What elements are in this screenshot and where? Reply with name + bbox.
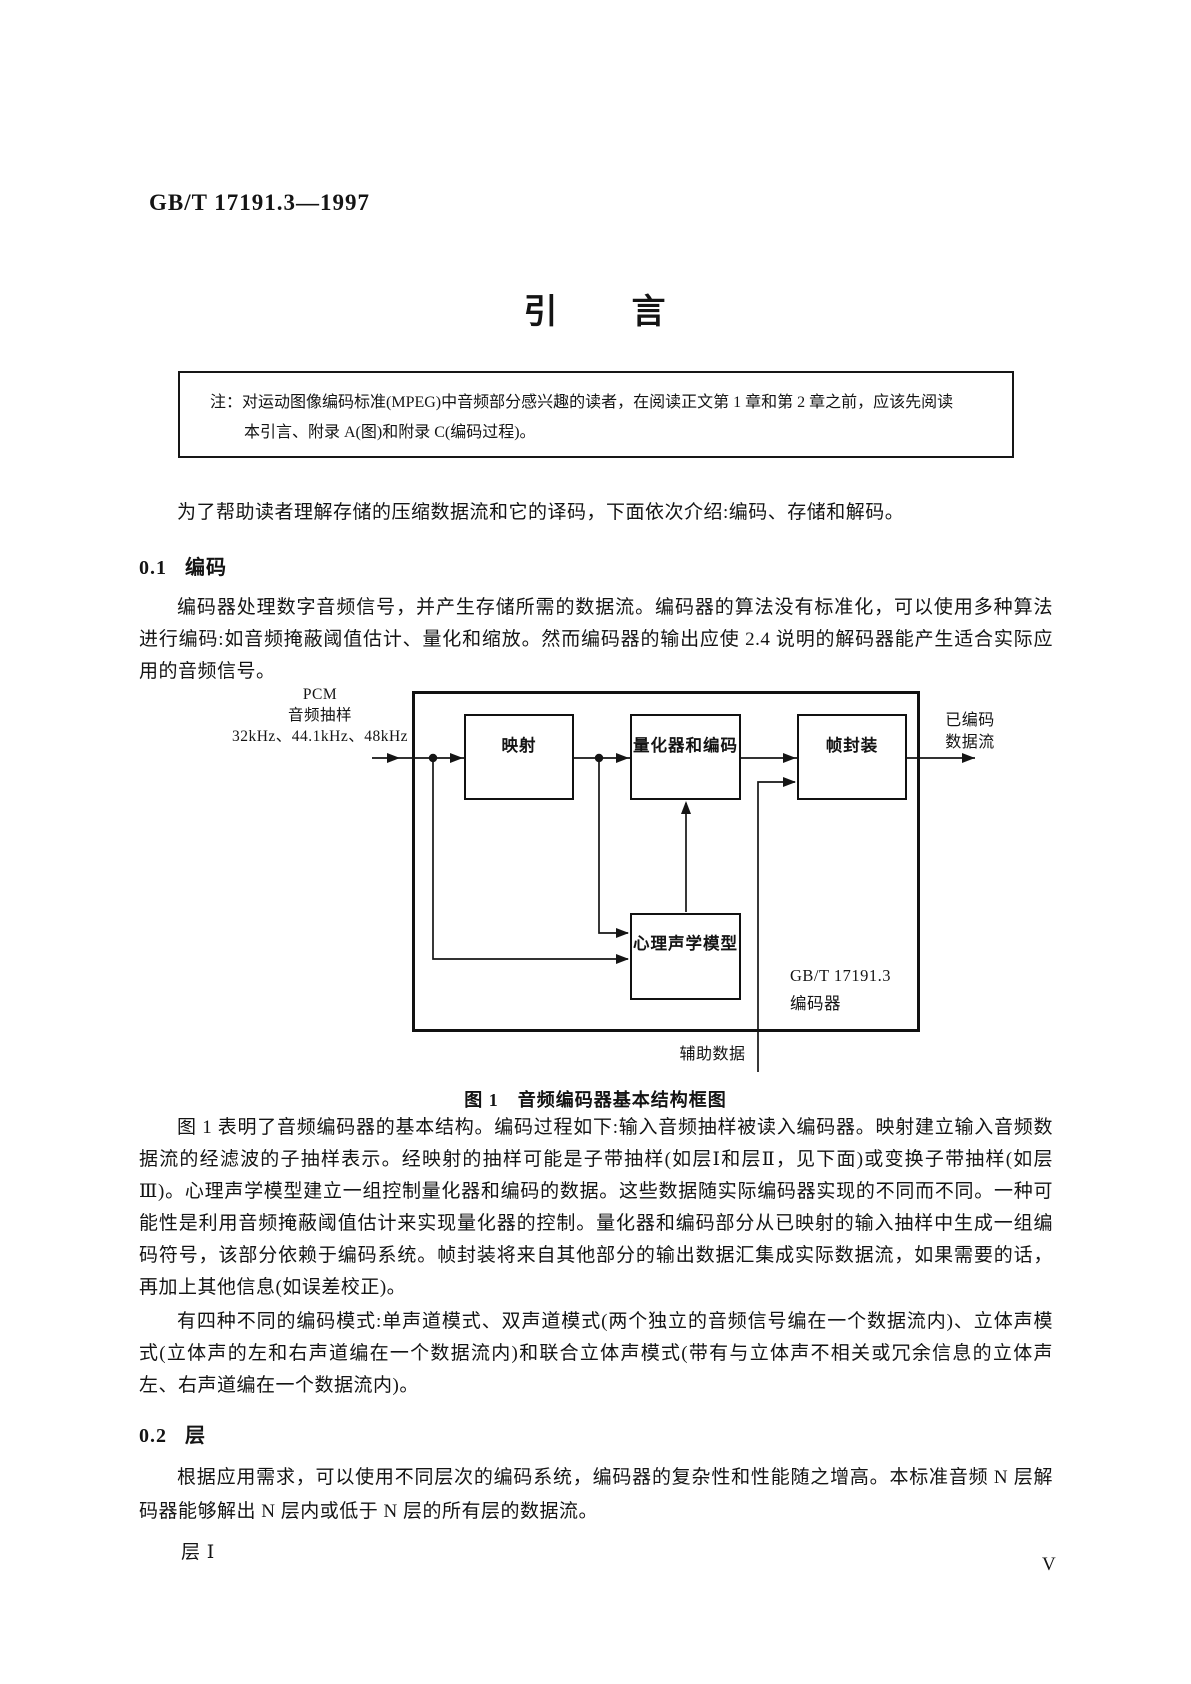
pcm-input-label-line3: 32kHz、44.1kHz、48kHz [231, 728, 409, 745]
pcm-input-label-line1: PCM [302, 686, 338, 703]
figure-caption: 图 1 音频编码器基本结构框图 [464, 1090, 727, 1110]
figure-1-block-diagram: 映射 量化器和编码 帧封装 心理声学模型 PCM 音频抽样 32kHz、44.1… [150, 640, 1050, 1080]
note-line-2: 本引言、附录 A(图)和附录 C(编码过程)。 [244, 424, 536, 441]
section-0-2-paragraph: 根据应用需求，可以使用不同层次的编码系统，编码器的复杂性和性能随之增高。本标准音… [139, 1467, 1053, 1522]
note-line-1: 注：对运动图像编码标准(MPEG)中音频部分感兴趣的读者，在阅读正文第 1 章和… [210, 388, 988, 418]
section-0-1-paragraph: 编码器处理数字音频信号，并产生存储所需的数据流。编码器的算法没有标准化，可以使用… [139, 597, 1053, 682]
section-0-2-heading: 0.2 层 [139, 1419, 206, 1448]
pcm-input-label: PCM 音频抽样 32kHz、44.1kHz、48kHz [190, 684, 450, 747]
mapping-box-label: 映射 [501, 736, 537, 755]
figure-description-paragraph: 图 1 表明了音频编码器的基本结构。编码过程如下:输入音频抽样被读入编码器。映射… [139, 1117, 1053, 1298]
standard-doc-number: GB/T 17191.3—1997 [149, 190, 371, 215]
mapping-box: 映射 [464, 714, 574, 800]
encoder-name-label-line2: 编码器 [790, 994, 841, 1013]
psychoacoustic-model-box: 心理声学模型 [630, 913, 741, 1000]
note-label: 注： [210, 394, 243, 411]
note-box: 注：对运动图像编码标准(MPEG)中音频部分感兴趣的读者，在阅读正文第 1 章和… [178, 371, 1014, 458]
encoded-output-label-line1: 已编码 [945, 712, 995, 729]
section-0-1-number: 0.1 [139, 557, 167, 579]
section-0-1-heading: 0.1 编码 [139, 551, 227, 580]
frame-packing-box: 帧封装 [797, 714, 907, 800]
note-text-1: 对运动图像编码标准(MPEG)中音频部分感兴趣的读者，在阅读正文第 1 章和第 … [242, 394, 954, 411]
encoded-output-label-line2: 数据流 [945, 734, 995, 751]
figure-connector-lines [372, 753, 975, 1072]
quantizer-coding-box-label: 量化器和编码 [633, 736, 738, 755]
intro-paragraph: 为了帮助读者理解存储的压缩数据流和它的译码，下面依次介绍:编码、存储和解码。 [177, 502, 905, 523]
page-number: V [1042, 1554, 1056, 1575]
pcm-input-label-line2: 音频抽样 [287, 707, 352, 724]
section-0-1-title: 编码 [185, 557, 227, 579]
layer-i-item: 层 Ⅰ [181, 1542, 216, 1563]
coding-modes-paragraph: 有四种不同的编码模式:单声道模式、双声道模式(两个独立的音频信号编在一个数据流内… [139, 1311, 1053, 1396]
frame-packing-box-label: 帧封装 [825, 736, 879, 755]
encoder-name-label: GB/T 17191.3 编码器 [790, 962, 940, 1018]
quantizer-coding-box: 量化器和编码 [630, 714, 741, 800]
encoder-name-label-line1: GB/T 17191.3 [790, 966, 892, 985]
section-0-2-number: 0.2 [139, 1425, 167, 1447]
aux-data-label: 辅助数据 [679, 1046, 746, 1063]
psychoacoustic-model-box-label: 心理声学模型 [633, 933, 738, 953]
section-0-2-title: 层 [185, 1425, 206, 1447]
encoded-output-label: 已编码 数据流 [915, 710, 1025, 754]
page-title: 引 言 [523, 294, 668, 331]
